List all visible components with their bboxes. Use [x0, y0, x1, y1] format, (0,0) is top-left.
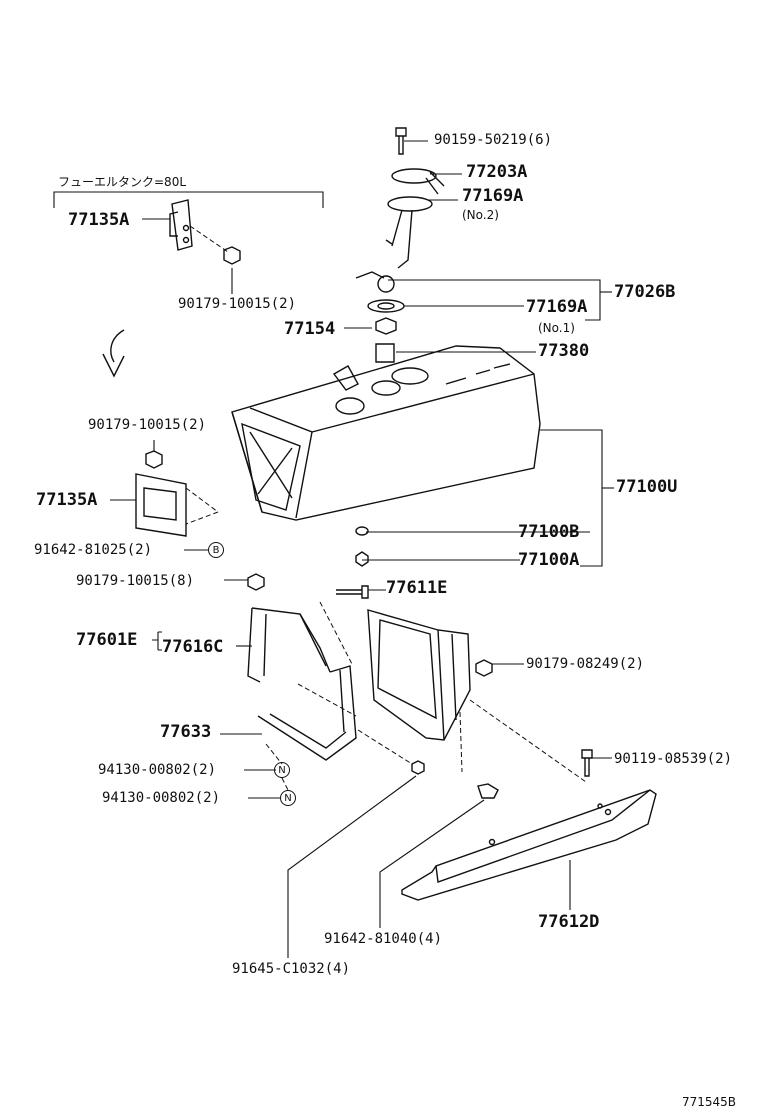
screw-90159-50219-drawing — [395, 127, 407, 155]
label-77380: 77380 — [538, 341, 590, 361]
direction-arrow-icon — [102, 329, 125, 378]
strap-77633-drawing — [257, 665, 357, 761]
label-77601e: 77601E — [76, 630, 138, 650]
label-91645-c1032: 91645-C1032(4) — [232, 961, 351, 977]
label-77154: 77154 — [284, 319, 336, 339]
label-90119-08539: 90119-08539(2) — [614, 751, 733, 767]
leader-91642-81040 — [379, 799, 485, 928]
dash-strap-lower — [297, 683, 413, 765]
label-90159-50219: 90159-50219(6) — [434, 132, 553, 148]
nut-90179-08249-drawing — [475, 659, 493, 677]
label-77026b: 77026B — [614, 282, 676, 302]
label-94130-00802-a: 94130-00802(2) — [98, 762, 217, 778]
label-77100u: 77100U — [616, 477, 678, 497]
label-77100a: 77100A — [518, 550, 580, 570]
label-77616c: 77616C — [162, 637, 224, 657]
sender-gauge-drawing — [385, 168, 445, 269]
label-91642-81040: 91642-81040(4) — [324, 931, 443, 947]
label-77612d: 77612D — [538, 912, 600, 932]
bolt-91645-c1032-drawing — [411, 760, 425, 775]
marker-n-a: N — [274, 762, 290, 778]
label-77203a: 77203A — [466, 162, 528, 182]
nut-90179-10015-8-drawing — [247, 573, 265, 591]
header-bracket-line — [53, 191, 324, 208]
bolt-91642-81040-drawing — [477, 783, 499, 799]
label-77611e: 77611E — [386, 578, 448, 598]
label-90179-10015-mid: 90179-10015(2) — [88, 417, 207, 433]
label-77135a-mid: 77135A — [36, 490, 98, 510]
label-77633: 77633 — [160, 722, 212, 742]
grommet-77100-drawing — [355, 526, 369, 567]
label-77169a-mid: 77169A — [526, 297, 588, 317]
strap-77616c-drawing — [247, 601, 353, 683]
label-91642-81025: 91642-81025(2) — [34, 542, 153, 558]
dash-n-washers — [265, 743, 289, 791]
marker-n-b: N — [280, 790, 296, 806]
label-77135a-top: 77135A — [68, 210, 130, 230]
screw-90119-08539-drawing — [581, 749, 593, 777]
note-no1: (No.1) — [538, 321, 575, 335]
protector-77612d-drawing — [401, 789, 657, 901]
note-no2: (No.2) — [462, 208, 499, 222]
header-note: フューエルタンク=80L — [58, 175, 187, 189]
label-77169a-top: 77169A — [462, 186, 524, 206]
figure-code: 771545B — [682, 1095, 737, 1109]
leader-77601e-bracket — [152, 631, 162, 651]
dash-strap-right — [459, 699, 587, 783]
strap-77601e-drawing — [367, 609, 471, 741]
pump-assembly-drawing — [355, 271, 405, 363]
marker-b: B — [208, 542, 224, 558]
label-90179-10015-8: 90179-10015(8) — [76, 573, 195, 589]
leader-91645-c1032 — [287, 775, 417, 958]
bolt-77611e-drawing — [336, 585, 369, 599]
bracket-77135a-mid-drawing — [135, 450, 220, 537]
label-77100b: 77100B — [518, 522, 580, 542]
label-94130-00802-b: 94130-00802(2) — [102, 790, 221, 806]
label-90179-10015-top: 90179-10015(2) — [178, 296, 297, 312]
fuel-tank-drawing — [231, 345, 541, 521]
leader-77100u — [540, 429, 603, 567]
bracket-77135a-top-drawing — [169, 199, 241, 265]
label-90179-08249: 90179-08249(2) — [526, 656, 645, 672]
leader-77026b — [388, 279, 601, 321]
